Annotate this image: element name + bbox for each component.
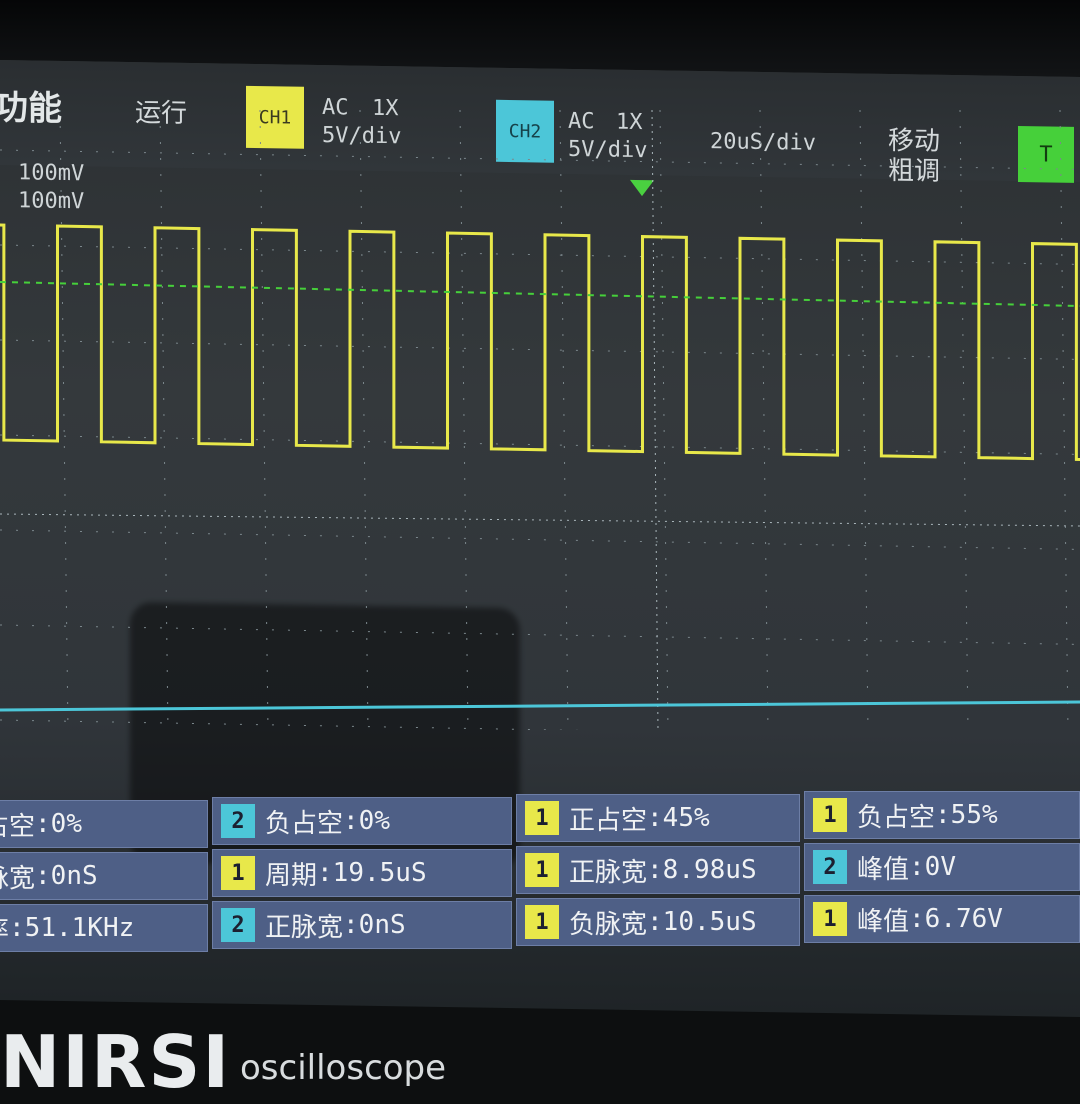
channel-badge: 1	[525, 853, 559, 887]
measurement-value: 0%	[358, 806, 390, 836]
channel-badge: 1	[221, 856, 255, 890]
measurement-separator: :	[35, 861, 51, 891]
grid-vline	[259, 110, 269, 730]
measurement-separator: :	[909, 852, 925, 882]
measurement-label: 占空	[0, 811, 36, 842]
measurement-value: 0nS	[358, 910, 406, 940]
measurement-cell[interactable]: 2 峰值:0V	[804, 843, 1080, 891]
measurement-separator: :	[343, 806, 359, 836]
measurement-separator: :	[343, 910, 359, 940]
channel-badge: 2	[221, 804, 255, 838]
measurement-cell[interactable]: 1 周期:19.5uS	[212, 849, 512, 897]
grid-hline	[0, 719, 584, 730]
measurement-label: 正脉宽	[569, 857, 648, 888]
grid-vline	[559, 110, 569, 730]
brand-logo: NIRSI	[0, 1020, 232, 1104]
measurement-separator: :	[647, 907, 663, 937]
measurement-cell[interactable]: 2 负占空:0%	[212, 797, 512, 845]
brand-subtitle: oscilloscope	[240, 1048, 447, 1088]
measurement-cell[interactable]: 1 负脉宽:10.5uS	[516, 898, 800, 946]
channel-badge: 2	[221, 908, 255, 942]
grid-hline	[0, 529, 1080, 550]
grid-hline	[0, 149, 1080, 170]
measurement-separator: :	[9, 913, 25, 943]
measurement-cell[interactable]: 1 正脉宽:8.98uS	[516, 846, 800, 894]
measurement-value: 51.1KHz	[24, 913, 135, 943]
measurement-separator: :	[35, 809, 51, 839]
measurement-cell[interactable]: 占空:0%	[0, 800, 208, 848]
measurement-cell[interactable]: 1 峰值:6.76V	[804, 895, 1080, 943]
measurement-value: 0%	[50, 809, 82, 839]
measurement-value: 19.5uS	[332, 858, 427, 888]
measurement-value: 10.5uS	[662, 907, 757, 937]
grid-vline	[1059, 110, 1069, 730]
grid-vline	[759, 110, 769, 730]
measurement-label: 负脉宽	[569, 909, 648, 940]
measurement-cell[interactable]: 1 负占空:55%	[804, 791, 1080, 839]
channel-badge: 1	[525, 905, 559, 939]
measurement-cell[interactable]: 1 正占空:45%	[516, 794, 800, 842]
channel-badge: 1	[813, 902, 847, 936]
grid-hline	[0, 339, 1080, 360]
grid-hline	[0, 434, 1080, 455]
grid-vline	[159, 110, 169, 730]
measurement-separator: :	[647, 803, 663, 833]
measurement-label: 正脉宽	[265, 912, 344, 943]
measurement-label: 峰值	[857, 906, 910, 937]
ch2-waveform	[0, 700, 1080, 712]
measurement-label: 负占空	[857, 802, 936, 833]
measurement-label: 脉宽	[0, 863, 36, 894]
measurement-value: 0V	[924, 852, 956, 882]
measurement-value: 55%	[950, 800, 998, 830]
measurement-panel: 占空:0%2负占空:0%1正占空:45%1负占空:55%脉宽:0nS1周期:19…	[0, 730, 1080, 952]
measurement-value: 6.76V	[924, 904, 1003, 934]
grid-hline	[0, 624, 1080, 645]
grid-vline	[959, 110, 969, 730]
ch1-level-line	[0, 281, 1080, 307]
brand-area: NIRSI oscilloscope	[0, 1010, 1080, 1104]
measurement-separator: :	[935, 800, 951, 830]
measurement-label: 峰值	[857, 854, 910, 885]
measurement-label: 负占空	[265, 808, 344, 839]
grid-vline	[59, 110, 69, 730]
grid-vline	[359, 110, 369, 730]
measurement-separator: :	[317, 858, 333, 888]
channel-badge: 1	[813, 798, 847, 832]
grid-vline	[659, 110, 669, 730]
measurement-separator: :	[647, 855, 663, 885]
measurement-cell[interactable]: 2 正脉宽:0nS	[212, 901, 512, 949]
center-haxis	[0, 513, 1080, 527]
measurement-cell[interactable]: 脉宽:0nS	[0, 852, 208, 900]
measurement-label: 率	[0, 910, 9, 947]
waveform-plot	[0, 110, 1080, 730]
measurement-label: 正占空	[569, 805, 648, 836]
channel-badge: 1	[525, 801, 559, 835]
plot-grid	[0, 110, 1080, 730]
measurement-separator: :	[909, 904, 925, 934]
grid-vline	[459, 110, 469, 730]
measurement-cell[interactable]: 率:51.1KHz	[0, 904, 208, 952]
ch1-waveform	[0, 223, 1080, 461]
measurement-value: 0nS	[50, 861, 98, 891]
channel-badge: 2	[813, 850, 847, 884]
measurement-value: 45%	[662, 803, 710, 833]
measurement-label: 周期	[265, 860, 318, 891]
measurement-value: 8.98uS	[662, 855, 757, 885]
grid-vline	[859, 110, 869, 730]
